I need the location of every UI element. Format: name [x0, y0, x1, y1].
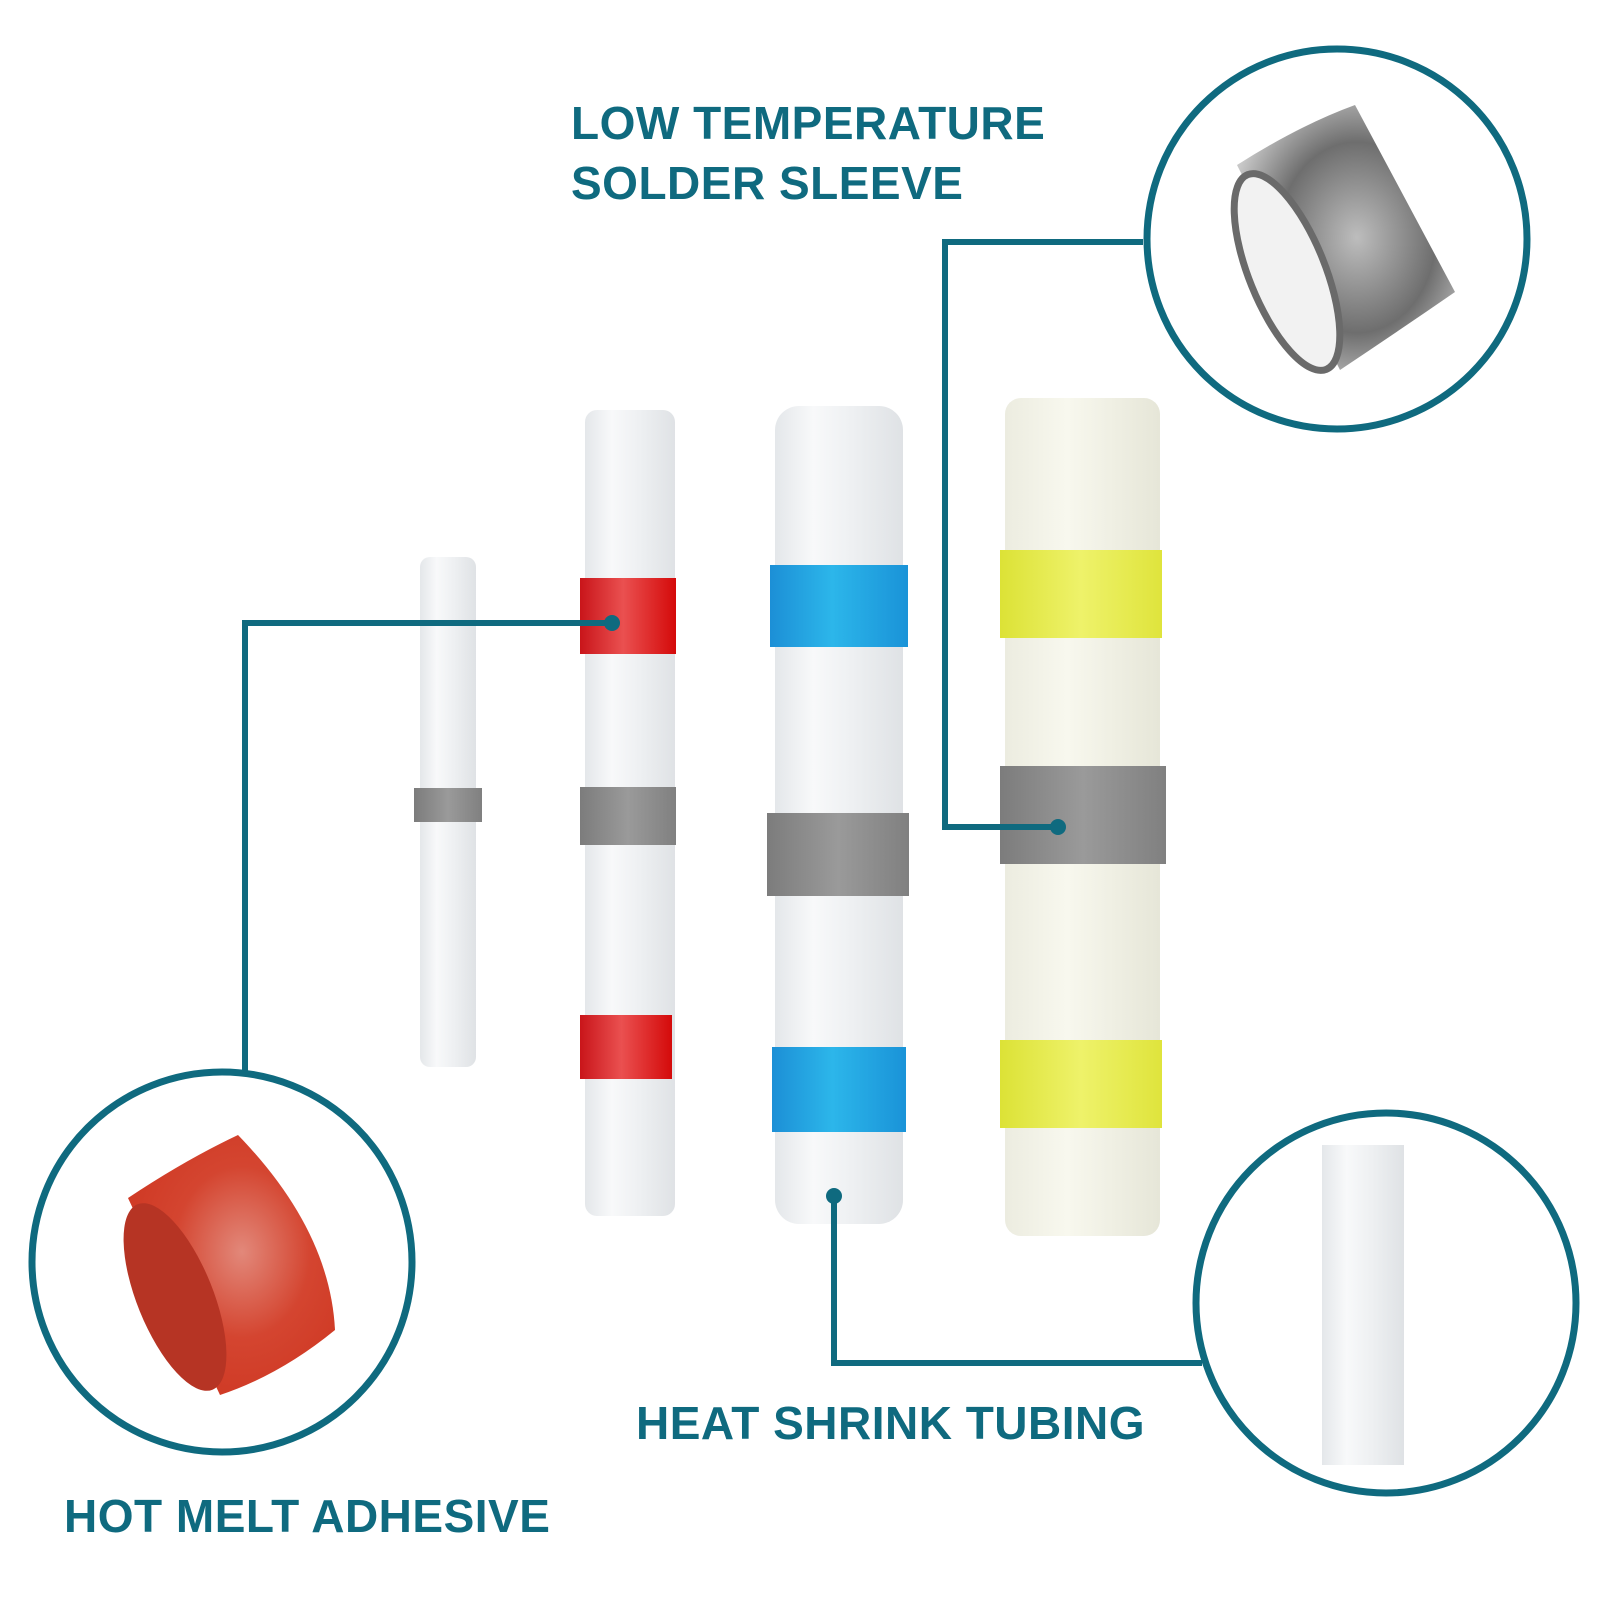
solder-pointer-dot	[1050, 819, 1066, 835]
solder-sleeve-label-line2: SOLDER SLEEVE	[571, 157, 964, 209]
blue-adhesive-ring-bottom	[772, 1047, 906, 1132]
connector-yellow	[1000, 398, 1166, 1236]
hot-melt-detail	[28, 1068, 416, 1456]
red-adhesive-ring-top	[580, 578, 676, 654]
connector-red	[580, 410, 676, 1216]
connector-blue	[767, 406, 909, 1224]
adhesive-callout-line	[242, 620, 612, 1075]
blue-adhesive-ring-top	[770, 565, 908, 647]
solder-ring-small	[414, 788, 482, 822]
solder-ring-blue	[767, 813, 909, 896]
yellow-adhesive-ring-top	[1000, 550, 1162, 638]
solder-sleeve-detail	[1143, 45, 1531, 433]
yellow-adhesive-ring-bottom	[1000, 1040, 1162, 1128]
solder-callout-line	[942, 239, 1143, 830]
heat-shrink-detail	[1192, 1109, 1580, 1497]
tubing-callout-line	[831, 1196, 1202, 1366]
connector-small	[414, 557, 482, 1067]
adhesive-pointer-dot	[604, 615, 620, 631]
solder-ring-red	[580, 787, 676, 845]
tubing-pointer-dot	[826, 1188, 842, 1204]
red-adhesive-ring-bottom	[580, 1015, 672, 1079]
solder-sleeve-label-line1: LOW TEMPERATURE	[571, 97, 1046, 149]
hot-melt-label: HOT MELT ADHESIVE	[64, 1490, 551, 1542]
solder-ring-yellow	[1000, 766, 1166, 864]
heat-shrink-label: HEAT SHRINK TUBING	[636, 1397, 1146, 1449]
callout-lines	[242, 239, 1202, 1366]
